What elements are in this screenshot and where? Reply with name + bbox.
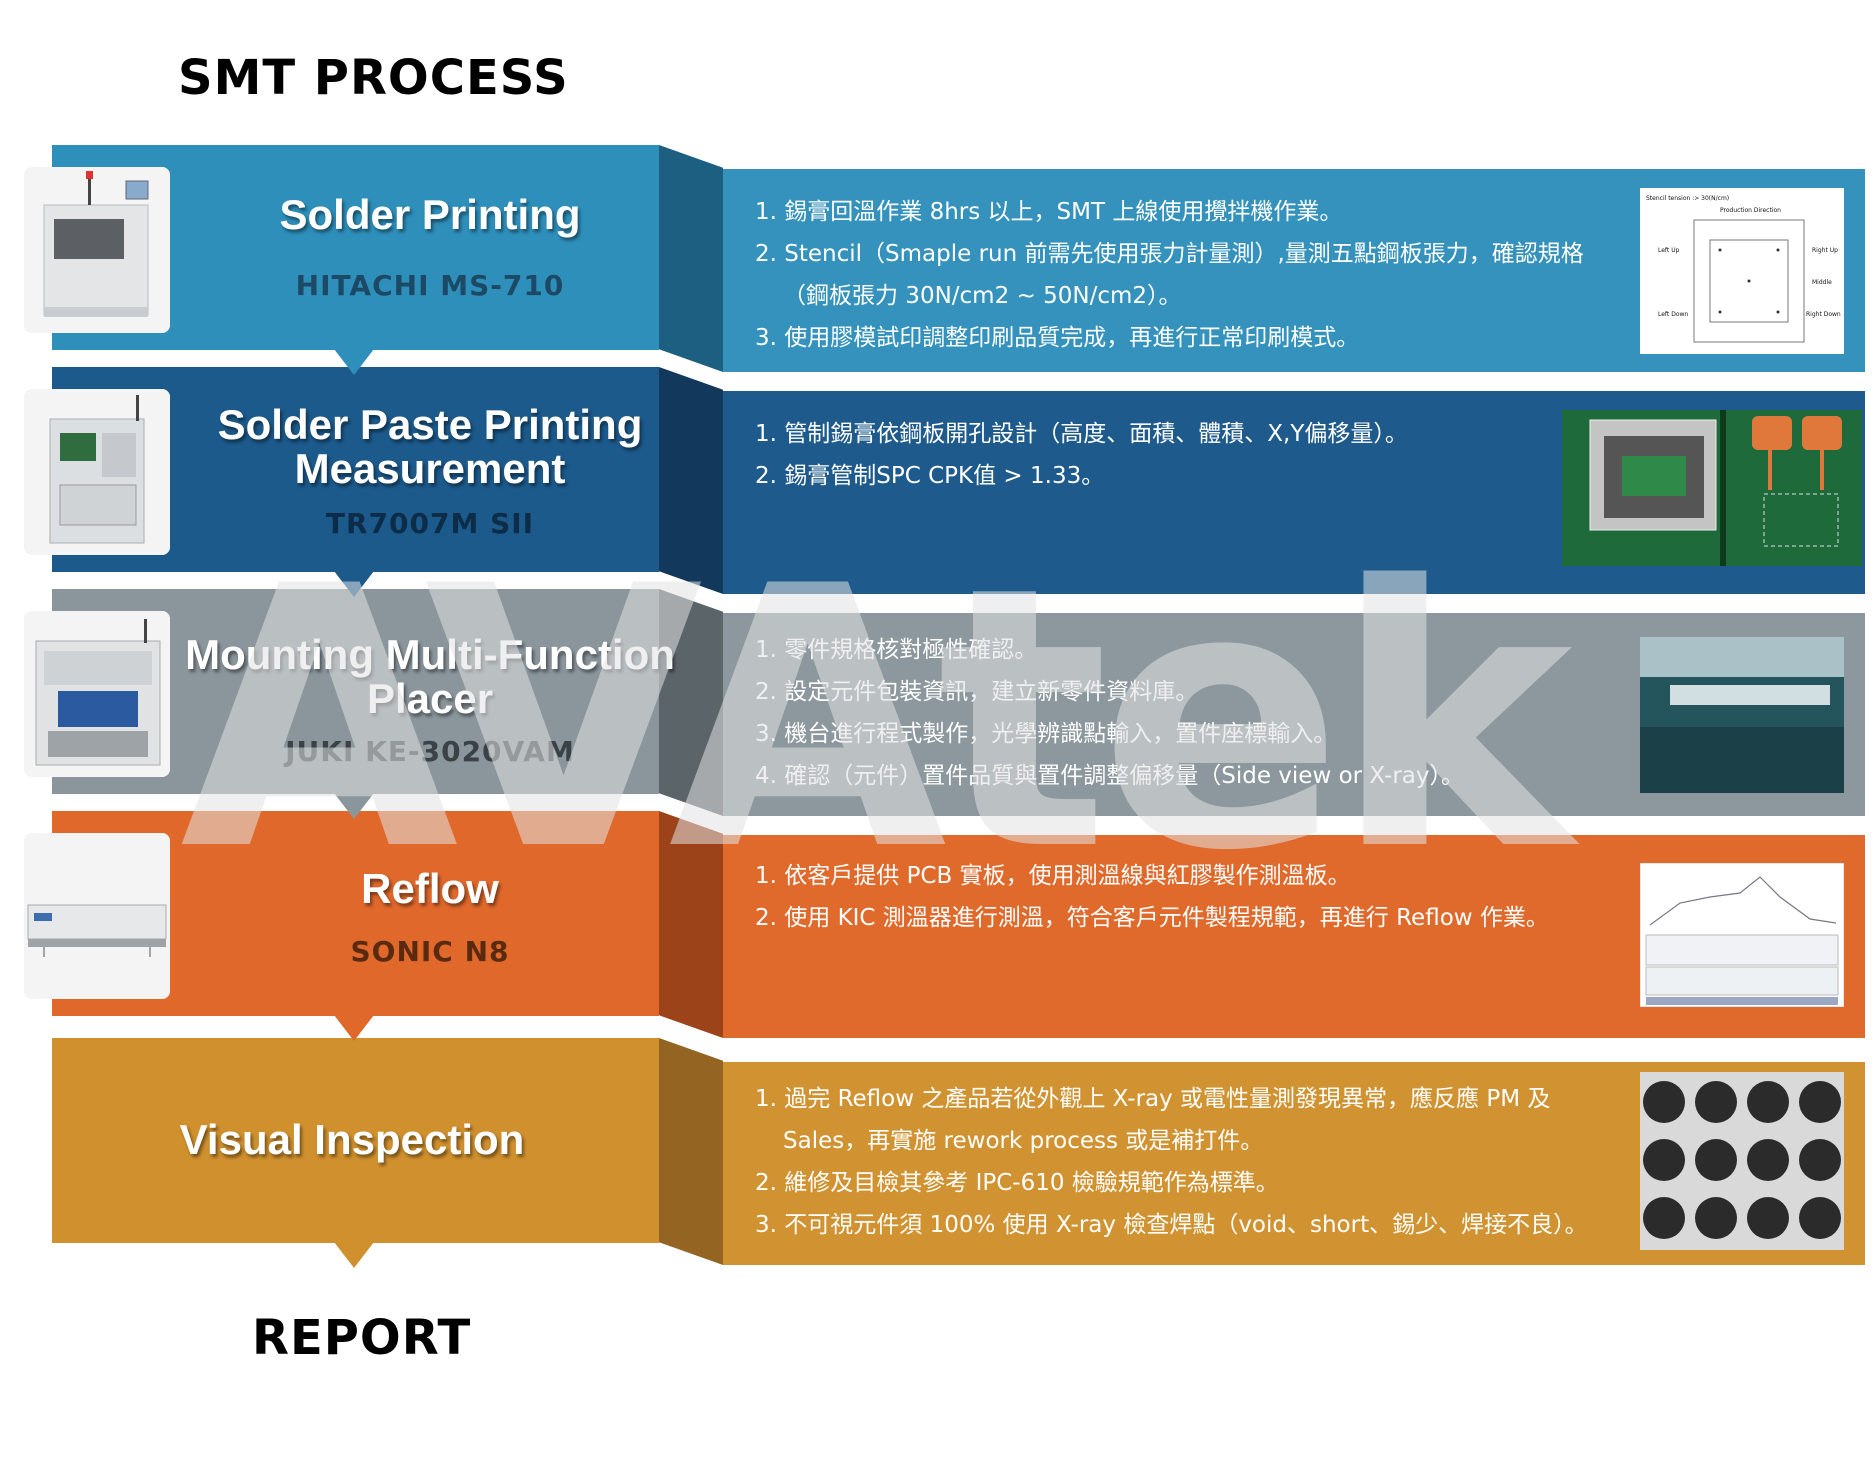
solder-ball [1695, 1081, 1737, 1123]
step-item: 3. 機台進行程式製作，光學辨識點輸入，置件座標輸入。 [755, 721, 1337, 747]
ribbon-fold [659, 1038, 723, 1265]
solder-ball [1747, 1081, 1789, 1123]
step-item: 1. 錫膏回溫作業 8hrs 以上，SMT 上線使用攪拌機作業。 [755, 199, 1343, 225]
xray-solder-ball-image [1640, 1072, 1844, 1250]
solder-ball [1695, 1197, 1737, 1239]
ribbon-fold [659, 811, 723, 1038]
closeup-photo-icon [1640, 637, 1844, 793]
stage-solder-paste-measurement: Solder Paste Printing Measurement TR7007… [0, 367, 1875, 597]
solder-ball [1643, 1081, 1685, 1123]
stage-steps: 1. 過完 Reflow 之產品若從外觀上 X-ray 或電性量測發現異常，應反… [755, 1078, 1625, 1246]
solder-ball [1799, 1197, 1841, 1239]
step-item: 4. 確認（元件）置件品質與置件調整偏移量（Side view or X-ray… [755, 763, 1464, 789]
spi-screenshot [1562, 410, 1862, 566]
ribbon-fold [659, 145, 723, 372]
machine-model: SONIC N8 [350, 935, 510, 968]
printer-machine-icon [24, 167, 170, 333]
solder-ball [1695, 1139, 1737, 1181]
reflow-profile-chart [1640, 863, 1844, 1007]
svg-text:Middle: Middle [1812, 279, 1832, 286]
step-item: 2. 錫膏管制SPC CPK值 > 1.33。 [755, 463, 1105, 489]
solder-ball [1747, 1197, 1789, 1239]
machine-photo [24, 833, 170, 999]
flow-arrow [334, 571, 374, 597]
spi-machine-icon [24, 389, 170, 555]
placer-machine-icon [24, 611, 170, 777]
flow-arrow [334, 349, 374, 375]
stage-steps: 1. 零件規格核對極性確認。 2. 設定元件包裝資訊，建立新零件資料庫。 3. 機台… [755, 629, 1625, 797]
placement-closeup-photo [1640, 637, 1844, 793]
svg-text:Right Up: Right Up [1812, 247, 1838, 254]
xray-icon [1640, 1072, 1844, 1250]
stage-solder-printing: Solder Printing HITACHI MS-710 1. 錫膏回溫作業… [0, 145, 1875, 375]
step-item: 2. Stencil（Smaple run 前需先使用張力計量測）,量測五點鋼板… [755, 241, 1584, 309]
solder-ball [1747, 1139, 1789, 1181]
flow-arrow [334, 1242, 374, 1268]
solder-ball [1643, 1197, 1685, 1239]
diagram-direction: Production Direction [1720, 207, 1781, 214]
stage-visual-inspection: Visual Inspection 1. 過完 Reflow 之產品若從外觀上 … [0, 1038, 1875, 1268]
solder-ball [1799, 1081, 1841, 1123]
step-item: 1. 依客戶提供 PCB 實板，使用測溫線與紅膠製作測溫板。 [755, 863, 1351, 889]
step-item: 1. 管制錫膏依鋼板開孔設計（高度、面積、體積、X,Y偏移量）。 [755, 421, 1408, 447]
stage-steps: 1. 錫膏回溫作業 8hrs 以上，SMT 上線使用攪拌機作業。 2. Stenc… [755, 191, 1625, 359]
step-item: 3. 不可視元件須 100% 使用 X-ray 檢查焊點（void、short、… [755, 1212, 1588, 1238]
step-item: 3. 使用膠模試印調整印刷品質完成，再進行正常印刷模式。 [755, 325, 1360, 351]
diagram-header: Stencil tension :> 30(N/cm) [1646, 195, 1729, 202]
stage-mounting-placer: Mounting Multi-Function Placer JUKI KE-3… [0, 589, 1875, 819]
stage-reflow: Reflow SONIC N8 1. 依客戶提供 PCB 實板，使用測溫線與紅膠… [0, 811, 1875, 1041]
step-item: 1. 零件規格核對極性確認。 [755, 637, 1038, 663]
solder-ball [1799, 1139, 1841, 1181]
page-title: SMT PROCESS [178, 50, 569, 106]
profile-screenshot-icon [1640, 863, 1844, 1007]
machine-model: HITACHI MS-710 [295, 269, 565, 302]
solder-ball [1643, 1139, 1685, 1181]
svg-text:Left Up: Left Up [1658, 247, 1680, 254]
stage-name: Visual Inspection [179, 1116, 525, 1163]
svg-text:Right Down: Right Down [1806, 311, 1841, 318]
step-item: 2. 設定元件包裝資訊，建立新零件資料庫。 [755, 679, 1199, 705]
stage-name: Solder Printing [279, 191, 581, 238]
stencil-tension-diagram: Stencil tension :> 30(N/cm) Production D… [1640, 188, 1844, 354]
stage-steps: 1. 依客戶提供 PCB 實板，使用測溫線與紅膠製作測溫板。 2. 使用 KIC … [755, 855, 1625, 939]
spi-screen-icon [1562, 410, 1862, 566]
stage-name: Solder Paste Printing Measurement [217, 401, 643, 492]
machine-photo [24, 389, 170, 555]
step-item: 1. 過完 Reflow 之產品若從外觀上 X-ray 或電性量測發現異常，應反… [755, 1086, 1551, 1154]
machine-photo [24, 611, 170, 777]
stage-name: Reflow [361, 865, 499, 912]
step-item: 2. 使用 KIC 測溫器進行測溫，符合客戶元件製程規範，再進行 Reflow … [755, 905, 1549, 931]
machine-model: JUKI KE-3020VAM [285, 735, 575, 768]
stage-steps: 1. 管制錫膏依鋼板開孔設計（高度、面積、體積、X,Y偏移量）。 2. 錫膏管制S… [755, 413, 1625, 497]
svg-text:Left Down: Left Down [1658, 311, 1688, 318]
stage-name: Mounting Multi-Function Placer [185, 631, 675, 722]
machine-model: TR7007M SII [325, 507, 535, 540]
ribbon-fold [659, 367, 723, 594]
step-item: 2. 維修及目檢其參考 IPC-610 檢驗規範作為標準。 [755, 1170, 1279, 1196]
flow-arrow [334, 793, 374, 819]
report-label: REPORT [252, 1310, 472, 1366]
machine-photo [24, 167, 170, 333]
ribbon-fold [659, 589, 723, 816]
flow-arrow [334, 1015, 374, 1041]
reflow-oven-icon [24, 833, 170, 999]
stage-title-band [52, 1038, 659, 1243]
stencil-diagram-icon: Stencil tension :> 30(N/cm) Production D… [1640, 188, 1844, 354]
